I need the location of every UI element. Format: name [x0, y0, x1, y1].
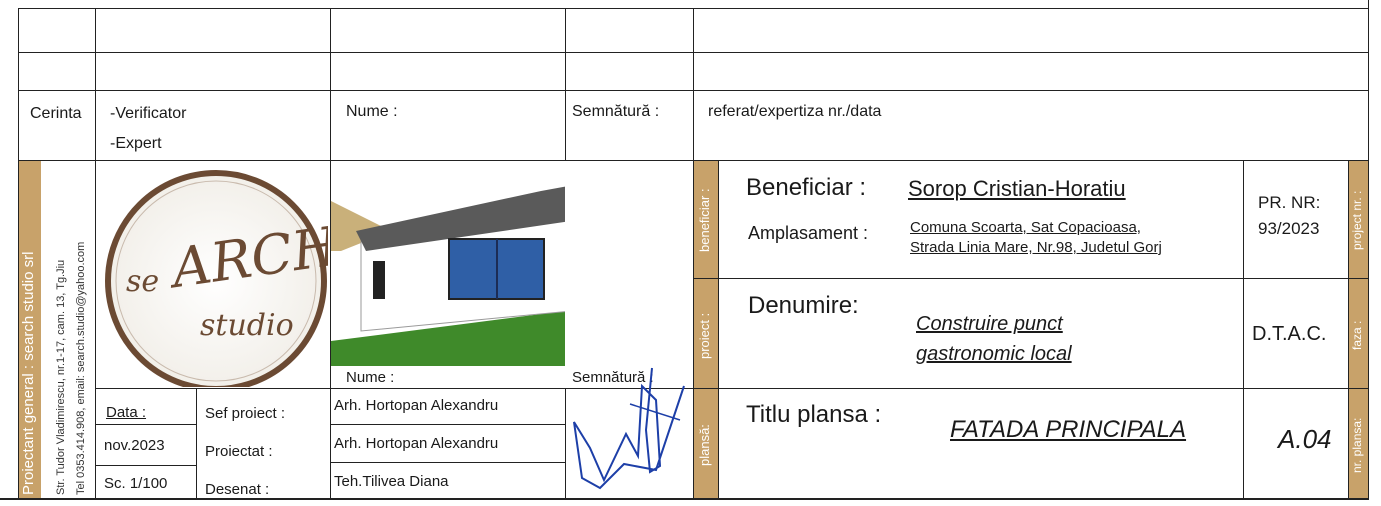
- role-desenat: Desenat :: [205, 481, 270, 498]
- designer-title: Proiectant general : search studio srl: [20, 251, 37, 495]
- logo-prefix: se: [126, 264, 159, 299]
- facade-rendering: [331, 161, 565, 387]
- nume-header-bottom: Nume :: [346, 369, 395, 386]
- proiect-band: [694, 279, 718, 388]
- role-sef-proiect: Sef proiect :: [205, 405, 286, 422]
- plansa-band-label: plansă:: [697, 424, 712, 467]
- beneficiar-band-label: beneficiar :: [697, 188, 712, 253]
- titlu-value: FATADA PRINCIPALA: [950, 416, 1187, 443]
- plansa-band: [694, 389, 718, 498]
- cerinta-label: Cerinta: [30, 105, 82, 122]
- nr-plansa-band-label: nr. plansa:: [1350, 417, 1364, 474]
- semnatura-header-bottom: Semnătură :: [572, 369, 654, 386]
- handwritten-signature: [560, 360, 700, 500]
- beneficiar-label: Beneficiar :: [746, 174, 867, 201]
- scale-value: Sc. 1/100: [104, 475, 168, 492]
- beneficiar-band: [694, 161, 718, 278]
- designer-band: [19, 161, 41, 498]
- nr-plansa-band: [1349, 389, 1368, 498]
- pr-nr-label: PR. NR:: [1258, 193, 1321, 212]
- designer-address: Str. Tudor Vladimirescu, nr.1-17, cam. 1…: [55, 259, 67, 495]
- name-desenat: Teh.Tilivea Diana: [334, 473, 449, 490]
- name-proiectat: Arh. Hortopan Alexandru: [334, 435, 499, 452]
- amplasament-line1: Comuna Scoarta, Sat Copacioasa,: [910, 219, 1141, 236]
- proiect-band-label: proiect :: [697, 312, 712, 359]
- project-nr-band-label: project nr. :: [1350, 190, 1364, 251]
- role-proiectat: Proiectat :: [205, 443, 273, 460]
- denumire-line2: gastronomic local: [916, 343, 1072, 365]
- data-value: nov.2023: [104, 437, 165, 454]
- faza-value: D.T.A.C.: [1252, 323, 1327, 345]
- logo-sub: studio: [200, 308, 294, 343]
- plansa-number: A.04: [1278, 424, 1332, 454]
- denumire-label: Denumire:: [748, 292, 859, 319]
- amplasament-label: Amplasament :: [748, 223, 869, 243]
- titlu-label: Titlu plansa :: [746, 401, 882, 428]
- data-label: Data :: [106, 404, 147, 421]
- project-nr-band: [1349, 161, 1368, 278]
- name-sef-proiect: Arh. Hortopan Alexandru: [334, 397, 499, 414]
- denumire-line1: Construire punct: [916, 313, 1063, 335]
- referat-label: referat/expertiza nr./data: [708, 103, 882, 120]
- amplasament-line2: Strada Linia Mare, Nr.98, Judetul Gorj: [910, 239, 1162, 256]
- semnatura-header-top: Semnătură :: [572, 103, 660, 120]
- beneficiar-value: Sorop Cristian-Horatiu: [908, 176, 1126, 201]
- studio-logo: se ARCH studio: [98, 163, 328, 387]
- faza-band-label: faza :: [1350, 320, 1364, 351]
- faza-band: [1349, 279, 1368, 388]
- pr-nr-value: 93/2023: [1258, 219, 1320, 238]
- nume-header-top: Nume :: [346, 103, 398, 120]
- verificator-label: -Verificator: [110, 105, 187, 122]
- expert-label: -Expert: [110, 135, 162, 152]
- designer-contact: Tel 0353.414.908, email: search.studio@y…: [75, 241, 87, 495]
